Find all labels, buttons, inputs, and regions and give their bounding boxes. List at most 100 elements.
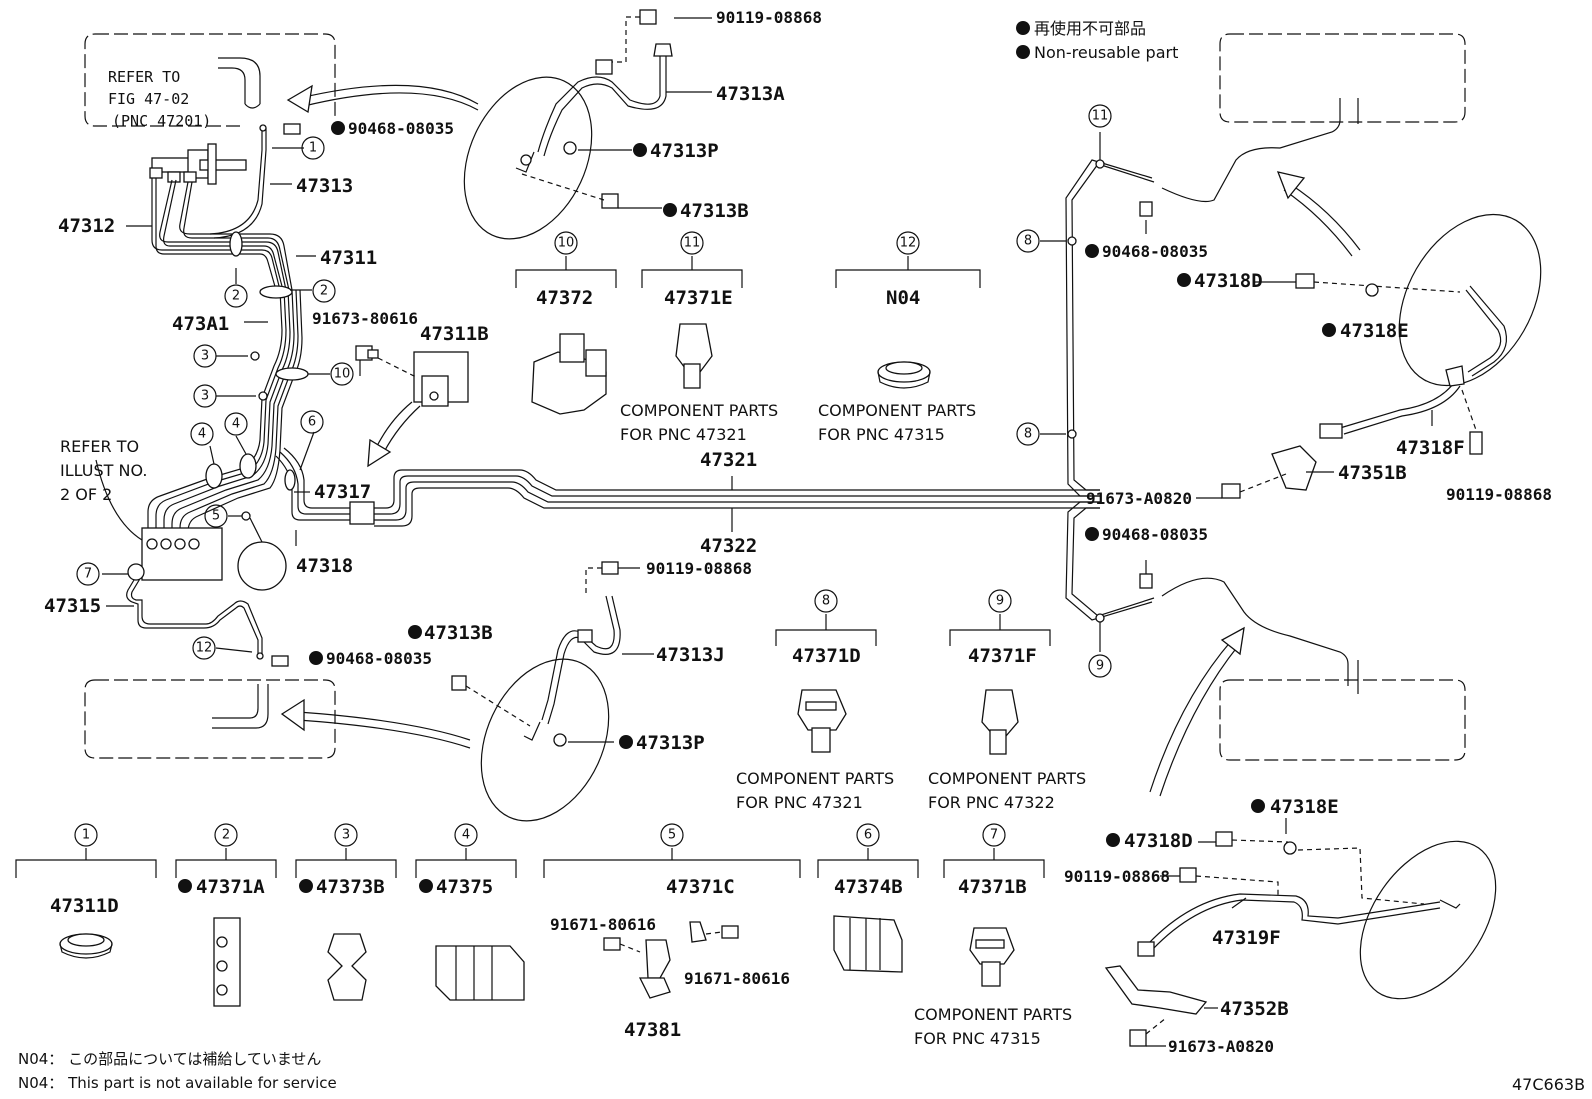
non-reusable-dots (178, 21, 1336, 893)
figure-code: 47C663B (1512, 1075, 1585, 1094)
label-47319F: 47319F (1212, 927, 1281, 949)
callout-1: 1 (309, 141, 317, 156)
detail-ellipse-bottom (480, 658, 610, 822)
detail-ellipse-top (463, 76, 593, 240)
label-91673-80616: 91673-80616 (312, 309, 418, 328)
label-90468-08035-a: 90468-08035 (348, 119, 454, 138)
group-callout-8: 8 (822, 594, 830, 609)
group-brackets (15, 256, 1051, 878)
label-47351B: 47351B (1338, 462, 1407, 484)
callout-4: 4 (232, 417, 240, 432)
group-callout-2: 2 (222, 828, 230, 843)
label-47313B-a: 47313B (680, 200, 749, 222)
callout-2: 2 (232, 289, 240, 304)
illus-47371D (797, 689, 847, 753)
illus-47311D (59, 933, 113, 959)
illus-47374B (833, 915, 903, 973)
callout-3: 3 (201, 389, 209, 404)
detail-right-bottom (1104, 831, 1461, 1047)
group-callout-1: 1 (82, 828, 90, 843)
group-callout-12: 12 (900, 236, 917, 251)
callout-4: 4 (198, 427, 206, 442)
label-47321: 47321 (700, 449, 757, 471)
callout-11: 11 (1092, 109, 1109, 124)
label-47318E-a: 47318E (1340, 320, 1409, 342)
group-pn-47371B: 47371B (958, 876, 1027, 898)
group-callout-6: 6 (864, 828, 872, 843)
legend-jp: 再使用不可部品 (1034, 19, 1146, 38)
label-47313P-a: 47313P (650, 140, 719, 162)
label-47313A: 47313A (716, 83, 785, 105)
callout-circles (74, 104, 1112, 847)
detail-top-hose (515, 9, 673, 209)
group-comp-47371D-2: FOR PNC 47321 (736, 793, 863, 812)
label-47352B: 47352B (1220, 998, 1289, 1020)
illus-47371B (969, 927, 1015, 987)
group-callout-7: 7 (990, 828, 998, 843)
callout-2: 2 (320, 284, 328, 299)
illus-47371F (981, 689, 1019, 755)
label-47318: 47318 (296, 555, 353, 577)
callout-9: 9 (1096, 659, 1104, 674)
group-pn-47371A: 47371A (196, 876, 265, 898)
note-en: N04： This part is not available for serv… (18, 1074, 337, 1092)
group-pn-47371D: 47371D (792, 645, 861, 667)
label-47318D-a: 47318D (1194, 270, 1263, 292)
refer-fig-line2: FIG 47-02 (108, 90, 189, 108)
group-callout-10: 10 (558, 236, 575, 251)
label-47312: 47312 (58, 215, 115, 237)
group-comp-47371E-1: COMPONENT PARTS (620, 401, 778, 420)
label-47311: 47311 (320, 247, 377, 269)
group-callout-3: 3 (342, 828, 350, 843)
ref-box-bottom-right (1219, 660, 1466, 761)
arrow-to-47311B (367, 401, 421, 468)
note-jp: N04： この部品については補給していません (18, 1050, 321, 1068)
refer-fig-line1: REFER TO (108, 68, 180, 86)
arrow-top-right (1276, 171, 1361, 257)
callout-8: 8 (1024, 427, 1032, 442)
ref-box-bottom-left (84, 679, 336, 759)
callout-7: 7 (84, 567, 92, 582)
label-473A1: 473A1 (172, 313, 229, 335)
group-pn-47374B: 47374B (834, 876, 903, 898)
detail-ellipse-right-top (1398, 213, 1542, 387)
group-callout-5: 5 (668, 828, 676, 843)
label-91673-A0820-a: 91673-A0820 (1086, 489, 1192, 508)
illus-47372 (531, 333, 607, 415)
group-pn-N04: N04 (886, 287, 920, 309)
master-cylinder-assembly (126, 123, 1100, 667)
part-47311B-illustration (355, 345, 469, 407)
callout-6: 6 (308, 415, 316, 430)
label-47313B-b: 47313B (424, 622, 493, 644)
detail-bottom-hose (451, 561, 621, 747)
ref-box-top-right (1219, 33, 1466, 124)
group-pn-47371E: 47371E (664, 287, 733, 309)
leader-lines (95, 17, 1433, 1047)
group-pn-47371F: 47371F (968, 645, 1037, 667)
group-pn-47371C: 47371C (666, 876, 735, 898)
label-91671-80616-b: 91671-80616 (684, 969, 790, 988)
refer-illust-line2: ILLUST NO. (60, 461, 147, 480)
label-90468-08035-b: 90468-08035 (326, 649, 432, 668)
label-47318E-b: 47318E (1270, 796, 1339, 818)
group-pn-47373B: 47373B (316, 876, 385, 898)
label-90119-08868-d: 90119-08868 (1064, 867, 1170, 886)
illus-47371C (603, 921, 739, 999)
label-91671-80616-a: 91671-80616 (550, 915, 656, 934)
label-47317: 47317 (314, 481, 371, 503)
label-47322: 47322 (700, 535, 757, 557)
group-callout-4: 4 (462, 828, 470, 843)
label-47315: 47315 (44, 595, 101, 617)
detail-ellipse-right-bottom (1359, 840, 1497, 1000)
legend-en: Non-reusable part (1034, 43, 1178, 62)
refer-illust-line1: REFER TO (60, 437, 139, 456)
illus-N04 (877, 361, 931, 389)
callout-8: 8 (1024, 234, 1032, 249)
detail-right-top (1221, 273, 1507, 499)
illus-47373B (327, 933, 367, 1001)
label-47311B: 47311B (420, 323, 489, 345)
callout-numbers: 1 2 2 3 3 10 4 4 6 5 7 12 11 8 8 9 10 11… (82, 109, 1108, 843)
callout-10: 10 (334, 367, 351, 382)
arrow-bottom-left (280, 698, 471, 749)
